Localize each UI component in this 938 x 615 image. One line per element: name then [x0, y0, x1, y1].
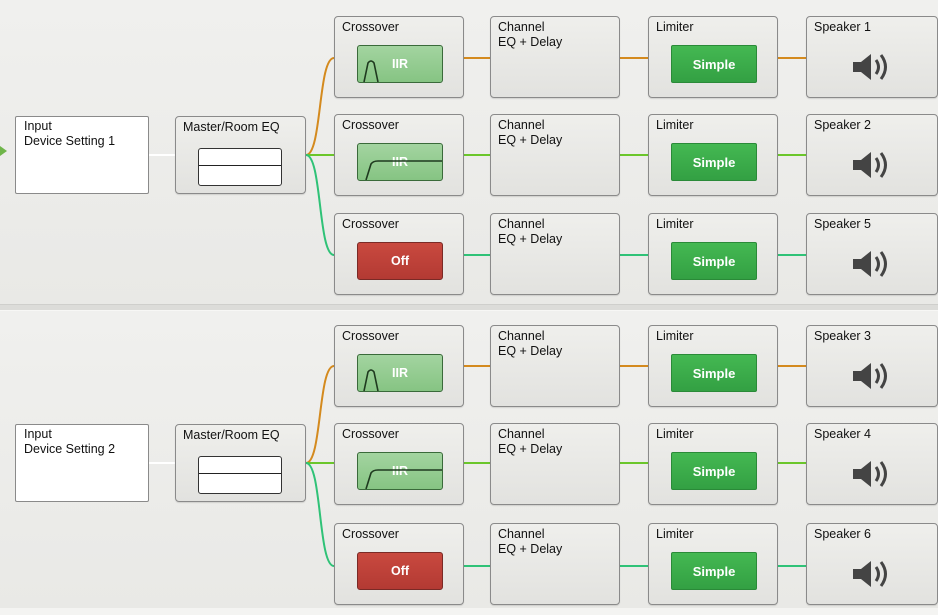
crossover-speaker-3[interactable]: Crossover IIR — [334, 325, 464, 407]
input-arrow-icon — [0, 146, 7, 156]
crossover-speaker-1[interactable]: Crossover IIR — [334, 16, 464, 98]
input-device-setting-1[interactable]: Input Device Setting 1 — [15, 116, 149, 194]
speaker-icon — [853, 561, 887, 587]
speaker-1[interactable]: Speaker 1 — [806, 16, 938, 98]
limiter-speaker-2[interactable]: Limiter Simple — [648, 114, 778, 196]
speaker-icon — [853, 363, 887, 389]
limiter-title: Limiter — [656, 20, 694, 34]
speaker-title: Speaker 6 — [814, 527, 871, 541]
crossover-mode-label: IIR — [392, 366, 408, 380]
speaker-title: Speaker 4 — [814, 427, 871, 441]
signal-chain-group-2: Input Device Setting 2 Master/Room EQ Cr… — [0, 311, 938, 608]
input-title: Input Device Setting 2 — [24, 427, 116, 456]
limiter-title: Limiter — [656, 527, 694, 541]
master-eq-title: Master/Room EQ — [183, 428, 280, 442]
speaker-title: Speaker 1 — [814, 20, 871, 34]
limiter-simple-button[interactable]: Simple — [671, 143, 757, 181]
limiter-simple-button[interactable]: Simple — [671, 354, 757, 392]
channel-eq-title: Channel EQ + Delay — [498, 217, 563, 246]
limiter-simple-button[interactable]: Simple — [671, 45, 757, 83]
input-device-setting-2[interactable]: Input Device Setting 2 — [15, 424, 149, 502]
channel-eq-title: Channel EQ + Delay — [498, 118, 563, 147]
crossover-title: Crossover — [342, 118, 399, 132]
crossover-mode-label: Off — [390, 254, 410, 268]
eq-curve-icon — [198, 456, 282, 494]
speaker-4[interactable]: Speaker 4 — [806, 423, 938, 505]
group-separator — [0, 304, 938, 311]
crossover-title: Crossover — [342, 527, 399, 541]
channel-eq-delay-speaker-4[interactable]: Channel EQ + Delay — [490, 423, 620, 505]
crossover-mode-iir[interactable]: IIR — [357, 45, 443, 83]
speaker-icon — [853, 152, 887, 178]
lowpass-curve-icon — [363, 60, 379, 82]
limiter-title: Limiter — [656, 329, 694, 343]
crossover-off-button[interactable]: Off — [357, 552, 443, 590]
speaker-icon — [853, 461, 887, 487]
speaker-3[interactable]: Speaker 3 — [806, 325, 938, 407]
crossover-title: Crossover — [342, 427, 399, 441]
highpass-curve-icon — [365, 469, 442, 489]
signal-chain-group-1: Input Device Setting 1 Master/Room EQ Cr… — [0, 0, 938, 304]
limiter-title: Limiter — [656, 427, 694, 441]
crossover-mode-label: IIR — [392, 155, 408, 169]
lowpass-curve-icon — [363, 369, 379, 391]
channel-eq-delay-speaker-3[interactable]: Channel EQ + Delay — [490, 325, 620, 407]
channel-eq-title: Channel EQ + Delay — [498, 427, 563, 456]
channel-eq-delay-speaker-1[interactable]: Channel EQ + Delay — [490, 16, 620, 98]
speaker-2[interactable]: Speaker 2 — [806, 114, 938, 196]
limiter-speaker-4[interactable]: Limiter Simple — [648, 423, 778, 505]
channel-eq-title: Channel EQ + Delay — [498, 329, 563, 358]
speaker-5[interactable]: Speaker 5 — [806, 213, 938, 295]
speaker-icon — [853, 54, 887, 80]
speaker-title: Speaker 5 — [814, 217, 871, 231]
master-eq-title: Master/Room EQ — [183, 120, 280, 134]
crossover-speaker-4[interactable]: Crossover IIR — [334, 423, 464, 505]
limiter-simple-button[interactable]: Simple — [671, 452, 757, 490]
limiter-title: Limiter — [656, 217, 694, 231]
channel-eq-delay-speaker-6[interactable]: Channel EQ + Delay — [490, 523, 620, 605]
limiter-speaker-5[interactable]: Limiter Simple — [648, 213, 778, 295]
crossover-mode-label: Off — [390, 564, 410, 578]
input-title: Input Device Setting 1 — [24, 119, 116, 148]
speaker-title: Speaker 2 — [814, 118, 871, 132]
channel-eq-title: Channel EQ + Delay — [498, 20, 563, 49]
speaker-icon — [853, 251, 887, 277]
crossover-off-button[interactable]: Off — [357, 242, 443, 280]
crossover-speaker-6[interactable]: Crossover Off — [334, 523, 464, 605]
crossover-speaker-5[interactable]: Crossover Off — [334, 213, 464, 295]
limiter-speaker-6[interactable]: Limiter Simple — [648, 523, 778, 605]
crossover-mode-iir[interactable]: IIR — [357, 143, 443, 181]
crossover-mode-iir[interactable]: IIR — [357, 354, 443, 392]
crossover-mode-label: IIR — [392, 464, 408, 478]
channel-eq-delay-speaker-5[interactable]: Channel EQ + Delay — [490, 213, 620, 295]
crossover-mode-label: IIR — [392, 57, 408, 71]
speaker-6[interactable]: Speaker 6 — [806, 523, 938, 605]
channel-eq-delay-speaker-2[interactable]: Channel EQ + Delay — [490, 114, 620, 196]
crossover-title: Crossover — [342, 20, 399, 34]
crossover-title: Crossover — [342, 329, 399, 343]
crossover-mode-iir[interactable]: IIR — [357, 452, 443, 490]
crossover-title: Crossover — [342, 217, 399, 231]
limiter-simple-button[interactable]: Simple — [671, 552, 757, 590]
limiter-simple-button[interactable]: Simple — [671, 242, 757, 280]
limiter-speaker-1[interactable]: Limiter Simple — [648, 16, 778, 98]
master-room-eq-1[interactable]: Master/Room EQ — [175, 116, 306, 194]
limiter-speaker-3[interactable]: Limiter Simple — [648, 325, 778, 407]
eq-curve-icon — [198, 148, 282, 186]
channel-eq-title: Channel EQ + Delay — [498, 527, 563, 556]
highpass-curve-icon — [365, 160, 442, 180]
crossover-speaker-2[interactable]: Crossover IIR — [334, 114, 464, 196]
limiter-title: Limiter — [656, 118, 694, 132]
speaker-title: Speaker 3 — [814, 329, 871, 343]
master-room-eq-2[interactable]: Master/Room EQ — [175, 424, 306, 502]
